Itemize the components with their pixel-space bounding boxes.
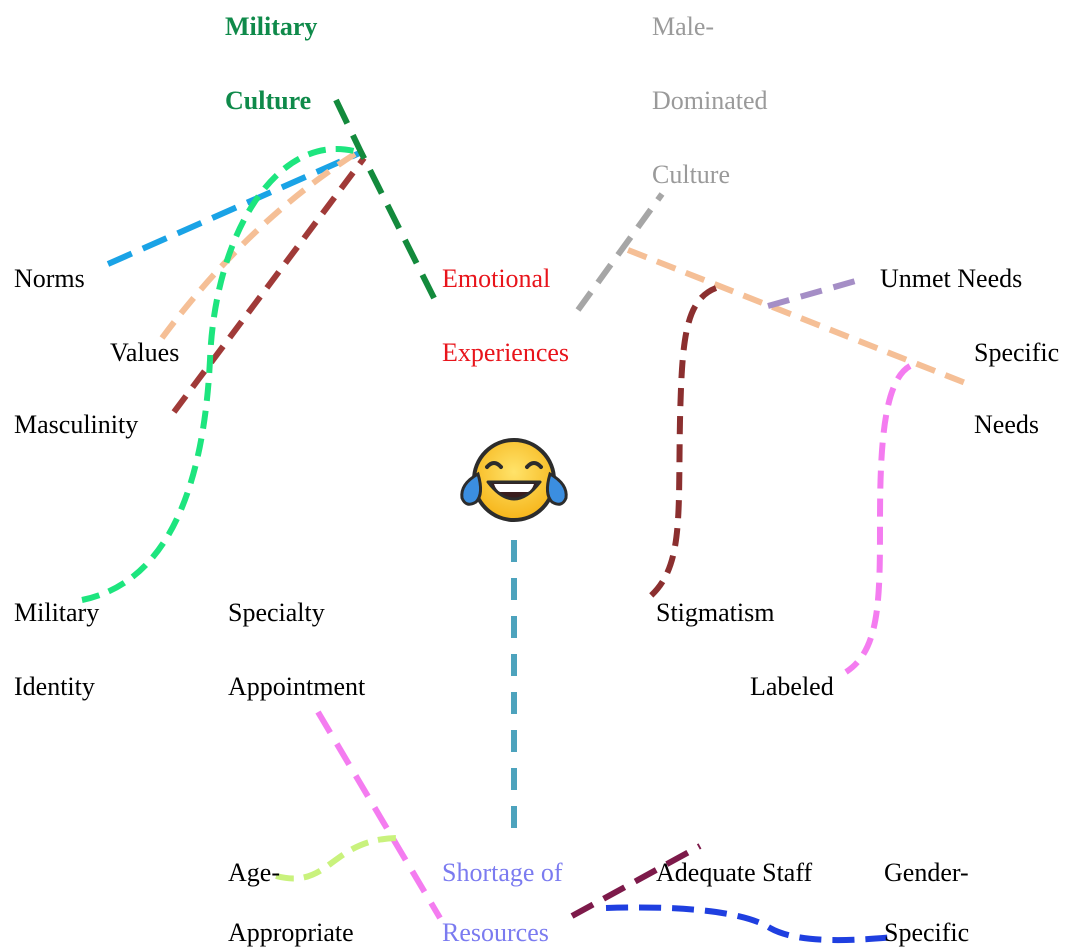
concept-emotional-experiences-line1: Emotional — [442, 264, 551, 293]
concept-labeled: Labeled — [750, 672, 834, 701]
concept-specific-needs-line2: Needs — [974, 410, 1039, 439]
concept-age-appropriate-line1: Age- — [228, 858, 280, 887]
connector-stigmatism — [644, 285, 718, 603]
concept-specific-needs-line1: Specific — [974, 338, 1060, 367]
concept-norms: Norms — [14, 264, 85, 293]
connector-military-identity — [81, 146, 359, 603]
connector-values — [159, 149, 360, 340]
concept-military-culture-line1: Military — [225, 12, 318, 41]
connector-labeled — [844, 363, 912, 675]
concept-shortage-line2: Resources — [442, 918, 549, 947]
connector-gender-specific — [605, 904, 895, 944]
concept-masculinity: Masculinity — [14, 410, 139, 439]
concept-male-dominated-line1: Male- — [652, 12, 715, 41]
concept-stigmatism: Stigmatism — [656, 598, 775, 627]
concept-military-culture-line2: Culture — [225, 86, 312, 115]
concept-gender-specific-line1: Gender- — [884, 858, 969, 887]
concept-age-appropriate-line2: Appropriate — [228, 918, 354, 947]
concept-specialty-line2: Appointment — [228, 672, 366, 701]
laughing-tears-emoji-icon — [460, 438, 568, 522]
concept-male-dominated-line3: Culture — [652, 160, 730, 189]
concept-unmet-needs: Unmet Needs — [880, 264, 1023, 293]
connector-specialty — [315, 710, 443, 920]
concept-values: Values — [110, 338, 180, 367]
concept-shortage-line1: Shortage of — [442, 858, 563, 887]
concept-gender-specific-line2: Specific — [884, 918, 970, 947]
concept-military-identity-line1: Military — [14, 598, 100, 627]
connector-masculinity — [171, 156, 367, 414]
concept-military-identity-line2: Identity — [14, 672, 95, 701]
connector-norms — [106, 149, 364, 267]
connector-emotional-experiences — [333, 98, 441, 308]
connector-unmet-needs — [767, 275, 867, 309]
concept-emotional-experiences-line2: Experiences — [442, 338, 570, 367]
concept-male-dominated-line2: Dominated — [652, 86, 768, 115]
connector-male-dominated — [575, 192, 665, 312]
connector-age-appropriate — [275, 835, 397, 882]
concept-adequate-staff: Adequate Staff — [656, 858, 813, 887]
concept-specialty-line1: Specialty — [228, 598, 325, 627]
connector-adequate-staff — [570, 843, 702, 919]
